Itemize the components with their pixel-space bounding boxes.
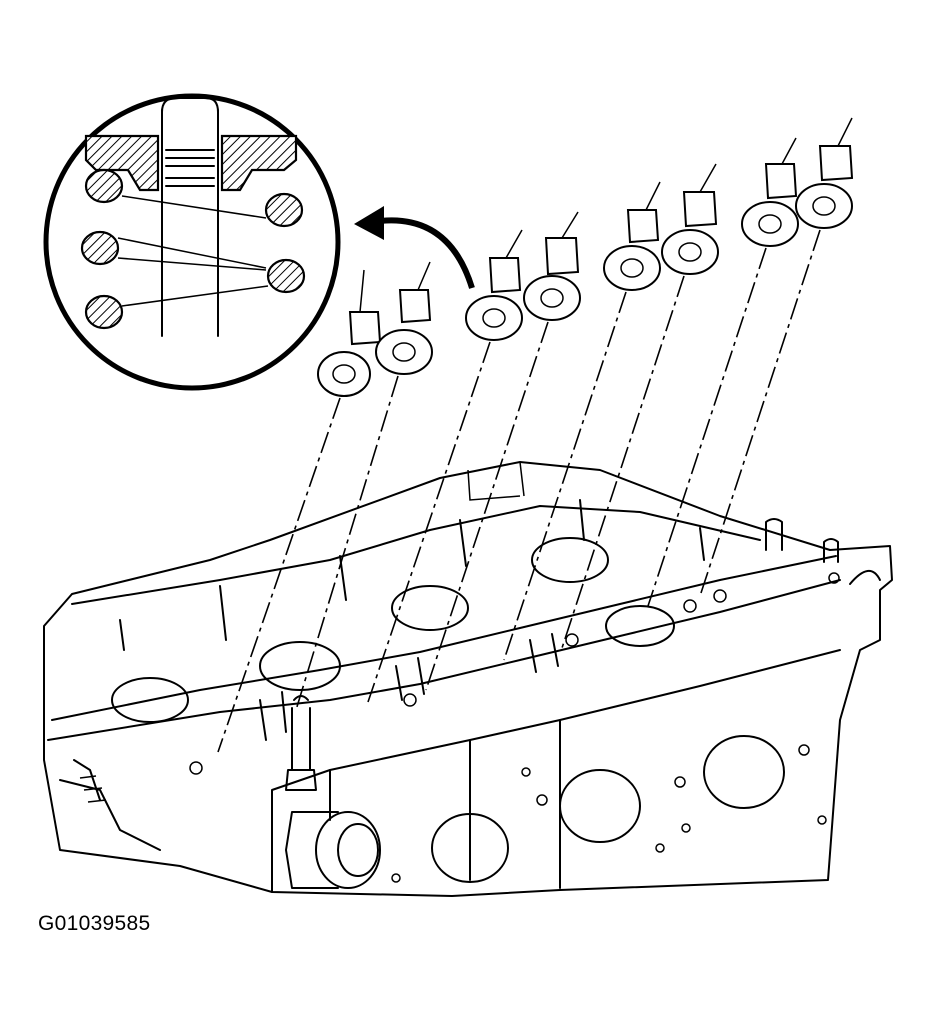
figure-id-label: G01039585 (38, 912, 151, 935)
installation-guide-lines (217, 229, 821, 753)
direction-arrow-icon (354, 206, 475, 289)
detail-callout-circle (43, 93, 341, 391)
valve-stem-seals (317, 117, 854, 397)
seal-pair-3 (603, 163, 719, 291)
seal-pair-1 (317, 261, 433, 397)
seal-pair-2 (465, 211, 581, 341)
seal-pair-4 (741, 117, 854, 247)
cylinder-head (43, 461, 893, 897)
